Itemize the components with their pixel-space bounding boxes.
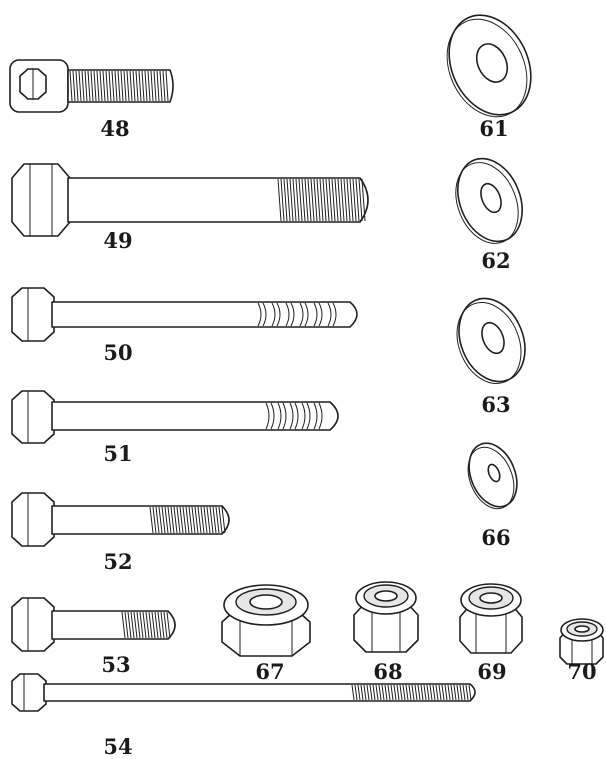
part-label-66: 66 [481, 525, 511, 550]
part-label-53: 53 [101, 652, 131, 677]
part-label-54: 54 [103, 734, 133, 759]
part-label-70: 70 [567, 659, 597, 684]
part-66-flat-washer [467, 442, 518, 510]
part-label-52: 52 [103, 549, 133, 574]
part-label-49: 49 [103, 228, 133, 253]
part-63-flat-washer [456, 297, 526, 385]
part-label-48: 48 [100, 116, 130, 141]
part-label-50: 50 [103, 340, 133, 365]
part-69-nylon-lock-nut [459, 583, 523, 654]
part-label-63: 63 [481, 392, 511, 417]
part-54-hex-bolt [11, 673, 476, 712]
part-67-nylon-lock-nut [221, 584, 311, 657]
part-label-69: 69 [477, 659, 507, 684]
part-50-hex-bolt [11, 287, 358, 342]
part-70-nylon-lock-nut [559, 618, 604, 665]
part-51-hex-bolt [11, 390, 339, 444]
part-label-51: 51 [103, 441, 133, 466]
part-53-hex-bolt [11, 597, 176, 652]
part-68-nylon-lock-nut [353, 581, 419, 653]
part-49-hex-bolt [11, 163, 369, 237]
part-48-socket-head-cap-screw [9, 59, 174, 113]
part-label-61: 61 [479, 116, 509, 141]
part-62-flat-washer [455, 157, 523, 244]
part-61-flat-washer [446, 14, 532, 118]
part-52-hex-bolt [11, 492, 230, 547]
part-label-62: 62 [481, 248, 511, 273]
part-label-67: 67 [255, 659, 285, 684]
part-label-68: 68 [373, 659, 403, 684]
